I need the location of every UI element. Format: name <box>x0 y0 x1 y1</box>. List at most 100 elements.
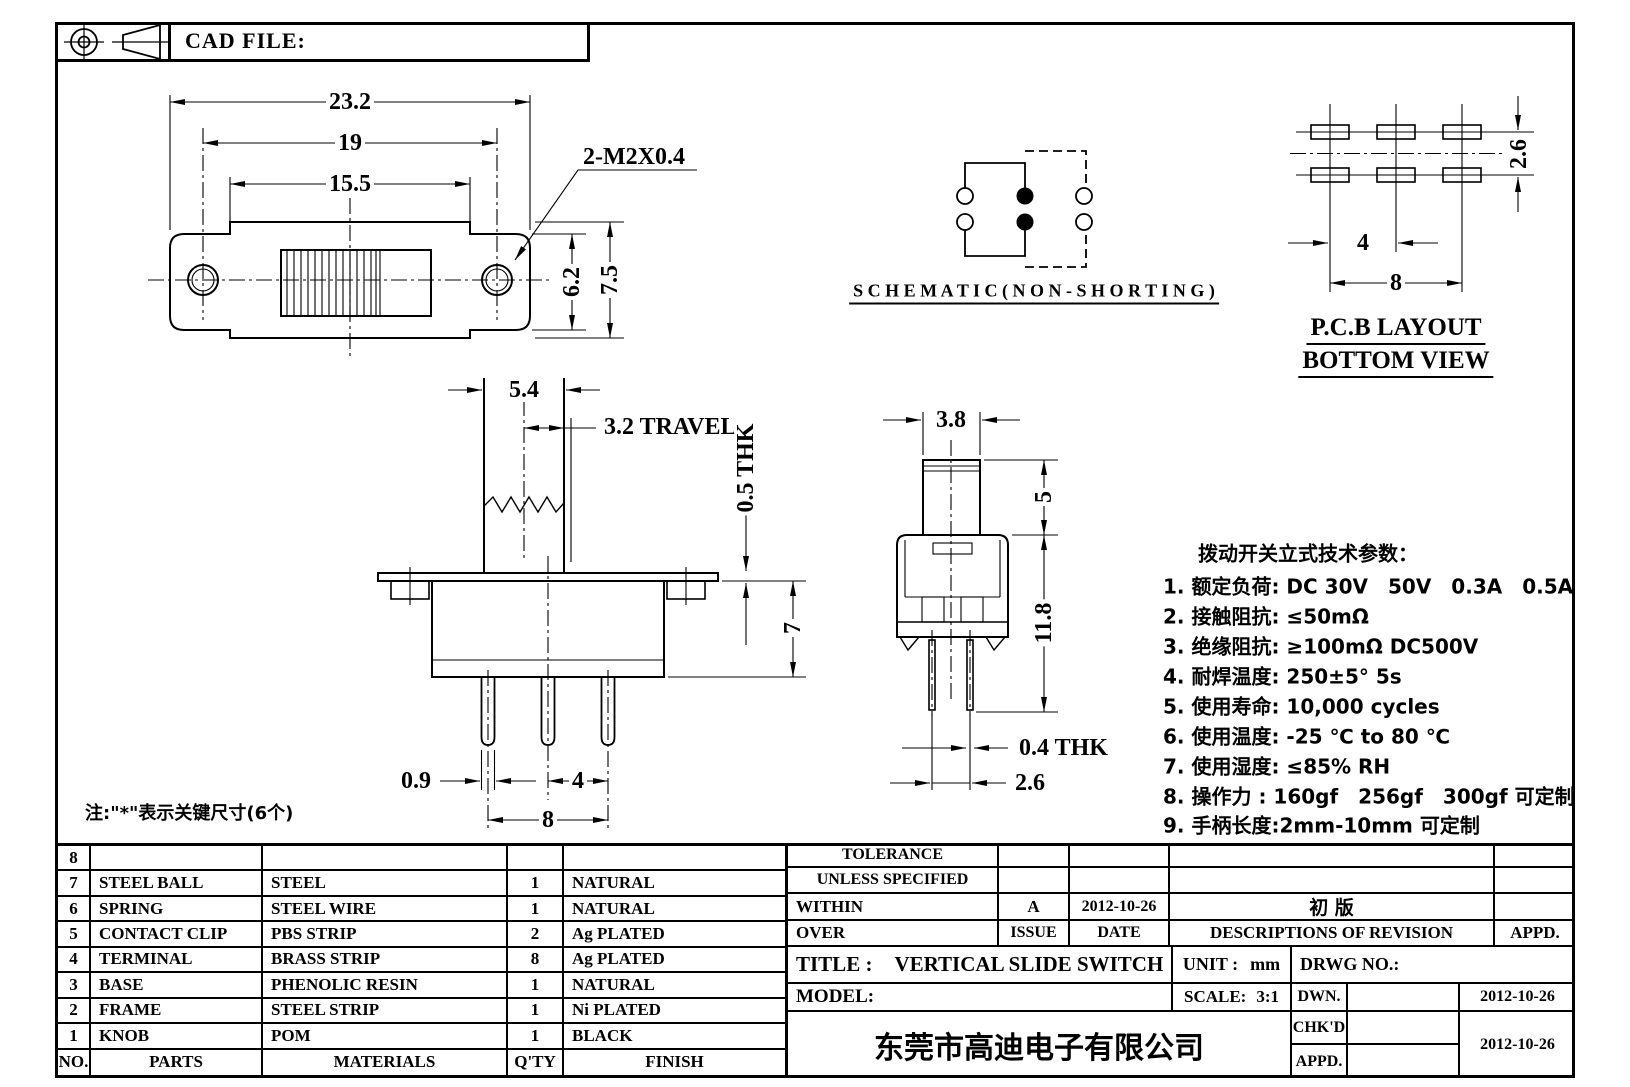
model-cell: MODEL: <box>788 984 1173 1012</box>
pcb-pad-span-dim: 8 <box>1387 271 1405 295</box>
parts-cell: 3 <box>58 973 91 999</box>
tolerance-label-line1: TOLERANCE <box>788 843 999 868</box>
approve-date-value: 2012-10-26 <box>1480 1036 1555 1053</box>
parts-cell: 7 <box>58 871 91 897</box>
side-knob-width-dim: 3.8 <box>933 408 969 432</box>
over-label: OVER <box>788 921 999 947</box>
title-block-top-border <box>788 843 1575 846</box>
parts-cell <box>263 846 508 872</box>
parts-cell: Ag PLATED <box>564 922 785 948</box>
unit-cell: UNIT : mm <box>1173 947 1292 984</box>
top-overall-width-dim: 23.2 <box>326 90 374 114</box>
revision-empty-cell <box>1070 868 1170 894</box>
spec-item: 3. 绝缘阻抗: ≥100mΩ DC500V <box>1163 634 1479 659</box>
parts-cell: 8 <box>58 846 91 872</box>
revision-empty-cell <box>1070 843 1170 868</box>
revision-empty-cell <box>1495 843 1575 868</box>
parts-cell: 8 <box>508 947 564 974</box>
parts-header-cell: PARTS <box>91 1049 263 1075</box>
parts-cell <box>91 846 263 872</box>
parts-cell: NATURAL <box>564 897 785 923</box>
side-pin-pitch-dim: 2.6 <box>1012 771 1048 795</box>
parts-cell: SPRING <box>91 896 263 923</box>
cad-file-box: CAD FILE: <box>171 22 590 62</box>
parts-cell: 6 <box>58 896 91 923</box>
chkd-label: CHK'D <box>1292 1012 1348 1045</box>
parts-cell: NATURAL <box>564 871 785 897</box>
parts-cell: STEEL STRIP <box>263 998 508 1025</box>
parts-cell: 1 <box>508 896 564 923</box>
dwn-signature-cell <box>1348 984 1460 1012</box>
parts-cell: 1 <box>508 1024 564 1050</box>
parts-cell: TERMINAL <box>91 947 263 974</box>
revision-empty-cell <box>999 843 1070 868</box>
cad-file-label: CAD FILE: <box>185 27 306 53</box>
front-view <box>377 378 806 830</box>
parts-cell: 1 <box>508 871 564 897</box>
spec-item: 2. 接触阻抗: ≤50mΩ <box>1163 604 1369 629</box>
date-header: DATE <box>1070 921 1170 947</box>
title-label: TITLE : <box>796 952 873 976</box>
spec-item: 5. 使用寿命: 10,000 cycles <box>1163 694 1440 719</box>
front-pin-span-dim: 8 <box>539 808 557 832</box>
revision-date-value: 2012-10-26 <box>1070 894 1170 921</box>
spec-item: 4. 耐焊温度: 250±5° 5s <box>1163 664 1402 689</box>
front-travel-dim: 3.2 TRAVEL <box>601 415 740 439</box>
pcb-layout-view <box>1288 96 1534 292</box>
scale-value: 3:1 <box>1256 987 1280 1006</box>
parts-cell <box>564 846 785 872</box>
spec-item: 9. 手柄长度:2mm-10mm 可定制 <box>1163 813 1480 838</box>
schematic-view <box>956 150 1093 268</box>
company-name: 东莞市高迪电子有限公司 <box>788 1012 1292 1078</box>
thread-callout-label: 2-M2X0.4 <box>580 145 688 169</box>
pcb-row-pitch-dim: 2.6 <box>1506 136 1532 172</box>
appd-label-bottom: APPD. <box>1292 1045 1348 1078</box>
top-body-height-dim: 6.2 <box>559 264 585 300</box>
title-value: VERTICAL SLIDE SWITCH <box>894 952 1164 976</box>
parts-cell: 1 <box>58 1024 91 1050</box>
side-body-height-dim: 11.8 <box>1031 599 1057 647</box>
parts-cell: STEEL WIRE <box>263 896 508 923</box>
front-pin-pitch-dim: 4 <box>569 769 587 793</box>
title-cell: TITLE : VERTICAL SLIDE SWITCH <box>788 947 1173 984</box>
front-pin-width-dim: 0.9 <box>398 769 434 793</box>
spec-item: 6. 使用温度: -25 ℃ to 80 ℃ <box>1163 724 1450 749</box>
dwn-date-value: 2012-10-26 <box>1460 984 1575 1012</box>
projection-symbol-box <box>55 22 171 62</box>
parts-table: 8 7 STEEL BALL STEEL 1 NATURAL 6 SPRING … <box>55 843 788 1078</box>
front-flange-thickness-dim: 0.5 THK <box>733 420 759 516</box>
spec-item: 8. 操作力 : 160gf 256gf 300gf 可定制 <box>1163 784 1575 809</box>
top-body-width-dim: 15.5 <box>326 172 374 196</box>
parts-cell: Ag PLATED <box>564 948 785 974</box>
revision-appd-empty <box>1495 894 1575 921</box>
specs-heading: 拨动开关立式技术参数： <box>1198 541 1418 566</box>
spec-item: 1. 额定负荷: DC 30V 50V 0.3A 0.5A <box>1163 574 1574 599</box>
unit-value: mm <box>1250 954 1281 974</box>
front-body-height-dim: 7 <box>780 619 806 637</box>
tolerance-label-line2: UNLESS SPECIFIED <box>788 868 999 894</box>
spec-item: 7. 使用湿度: ≤85% RH <box>1163 754 1391 779</box>
parts-header-cell: MATERIALS <box>263 1049 508 1075</box>
unit-label: UNIT : <box>1182 954 1239 974</box>
parts-cell: 2 <box>58 998 91 1025</box>
top-hole-spacing-dim: 19 <box>335 131 365 155</box>
parts-header-cell: NO. <box>58 1049 91 1075</box>
pcb-caption-line1: P.C.B LAYOUT <box>1306 315 1486 345</box>
key-dimension-note: 注:"*"表示关键尺寸(6个) <box>85 803 294 824</box>
parts-cell: 5 <box>58 922 91 948</box>
revision-description-value: 初 版 <box>1170 894 1495 921</box>
schematic-caption: S C H E M A T I C ( N O N - S H O R T I … <box>849 282 1219 305</box>
parts-cell: BRASS STRIP <box>263 947 508 974</box>
drwg-no-cell: DRWG NO.: <box>1292 947 1575 984</box>
parts-cell: Ni PLATED <box>564 999 785 1025</box>
parts-cell: POM <box>263 1024 508 1050</box>
parts-cell: KNOB <box>91 1024 263 1050</box>
front-knob-width-dim: 5.4 <box>506 378 542 402</box>
parts-cell: NATURAL <box>564 973 785 999</box>
pcb-caption-line2: BOTTOM VIEW <box>1298 348 1494 378</box>
appd-signature-cell <box>1348 1045 1460 1078</box>
top-overall-height-dim: 7.5 <box>597 262 623 298</box>
parts-cell: BASE <box>91 973 263 999</box>
descriptions-header: DESCRIPTIONS OF REVISION <box>1170 921 1495 947</box>
